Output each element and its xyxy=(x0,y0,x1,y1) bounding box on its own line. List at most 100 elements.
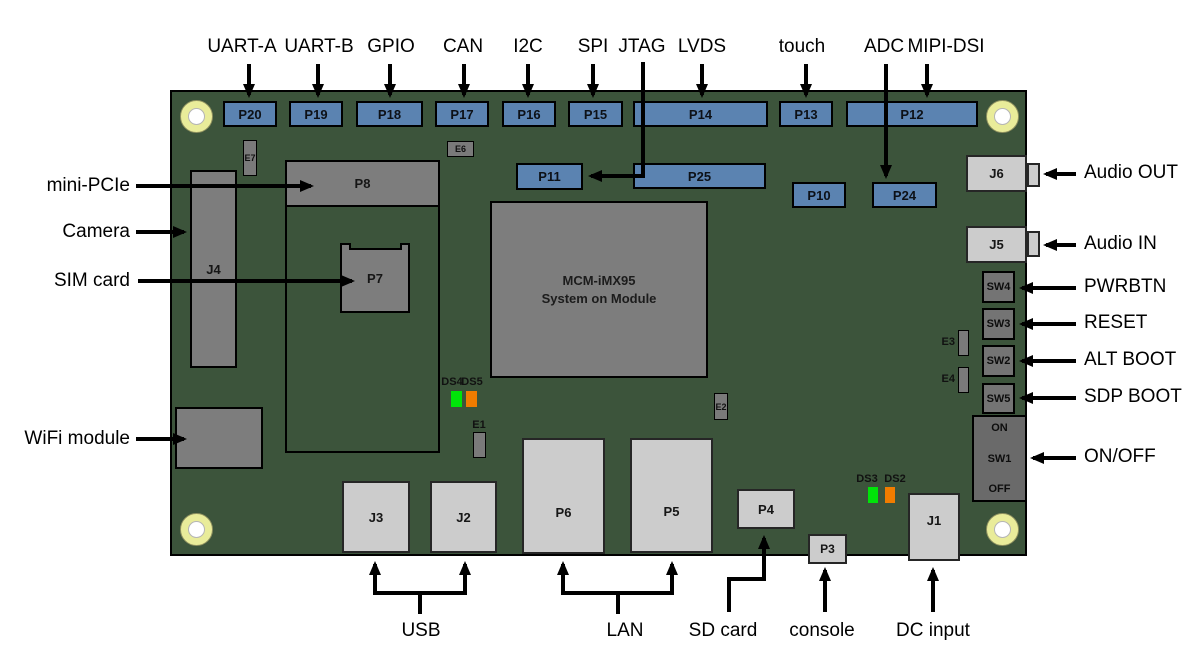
connector-j5-jack-tab xyxy=(1027,231,1040,257)
jumper-e3-label: E3 xyxy=(941,336,955,348)
connector-label: P20 xyxy=(238,106,262,122)
connector-label: P17 xyxy=(450,106,474,122)
mounting-hole-top-left xyxy=(180,100,213,133)
connector-p20: P20 xyxy=(223,101,277,127)
connector-label: P8 xyxy=(354,176,371,191)
callout-console: console xyxy=(789,620,855,641)
connector-label: P10 xyxy=(807,187,831,203)
jumper-e1-label: E1 xyxy=(472,419,486,431)
callout-touch: touch xyxy=(778,36,826,57)
connector-p7-label: P7 xyxy=(367,270,383,286)
connector-label: P11 xyxy=(538,169,561,184)
mounting-hole-top-right xyxy=(986,100,1019,133)
callout-mini-pcie: mini-PCIe xyxy=(46,175,130,196)
connector-p24: P24 xyxy=(872,182,937,208)
connector-p19: P19 xyxy=(289,101,343,127)
callout-dc-input: DC input xyxy=(896,620,970,641)
connector-p17: P17 xyxy=(435,101,489,127)
callout-lan: LAN xyxy=(606,620,644,641)
connector-j6-jack-tab xyxy=(1027,163,1040,187)
jumper-e4-label: E4 xyxy=(941,373,955,385)
connector-label: P19 xyxy=(304,106,328,122)
callout-spi: SPI xyxy=(577,36,609,57)
callout-alt-boot: ALT BOOT xyxy=(1084,349,1177,370)
connector-label: P14 xyxy=(688,106,713,122)
connector-p11: P11 xyxy=(516,163,583,190)
connector-j5-audio-in: J5 xyxy=(966,226,1027,263)
connector-p16: P16 xyxy=(502,101,556,127)
callout-sdp-boot: SDP BOOT xyxy=(1084,386,1182,407)
connector-j2-usb: J2 xyxy=(430,481,497,553)
mounting-hole-bottom-left xyxy=(180,513,213,546)
callout-adc: ADC xyxy=(863,36,905,57)
jumper-e1 xyxy=(473,432,486,458)
connector-p10: P10 xyxy=(792,182,846,208)
connector-label: P12 xyxy=(900,106,924,122)
som-name: MCM-iMX95 xyxy=(562,273,636,288)
led-ds4-label: DS4 xyxy=(441,376,463,388)
callout-can: CAN xyxy=(442,36,484,57)
connector-p13: P13 xyxy=(779,101,833,127)
switch-sw3-reset: SW3 xyxy=(982,308,1015,340)
mounting-hole-bottom-right xyxy=(986,513,1019,546)
callout-mipi-dsi: MIPI-DSI xyxy=(907,36,985,57)
connector-label: P13 xyxy=(794,106,818,122)
callout-uart-b: UART-B xyxy=(284,36,354,57)
callout-audio-out: Audio OUT xyxy=(1084,162,1178,183)
callout-camera: Camera xyxy=(62,221,130,242)
jumper-e3 xyxy=(958,330,969,356)
som-subtitle: System on Module xyxy=(541,291,657,306)
hole-center xyxy=(994,108,1011,125)
switch-sw2-alt-boot: SW2 xyxy=(982,345,1015,377)
connector-p6-lan: P6 xyxy=(522,438,605,554)
jumper-e4 xyxy=(958,367,969,393)
callout-sim-card: SIM card xyxy=(53,270,130,291)
callout-uart-a: UART-A xyxy=(207,36,277,57)
led-ds2 xyxy=(885,487,895,503)
led-ds3-label: DS3 xyxy=(856,473,878,485)
jumper-e7: E7 xyxy=(243,140,257,176)
connector-label: P16 xyxy=(517,106,541,122)
callout-i2c: I2C xyxy=(513,36,543,57)
sw1-label: SW1 xyxy=(987,452,1012,465)
callout-on-off: ON/OFF xyxy=(1084,446,1156,467)
callout-pwrbtn: PWRBTN xyxy=(1084,276,1167,297)
led-ds5 xyxy=(466,391,477,407)
connector-label: P18 xyxy=(377,106,402,122)
connector-p14: P14 xyxy=(633,101,768,127)
som-chip: MCM-iMX95 System on Module xyxy=(490,201,708,378)
jumper-e6: E6 xyxy=(447,141,474,157)
connector-j1-dc-input: J1 xyxy=(908,493,960,561)
connector-p12: P12 xyxy=(846,101,978,127)
switch-sw5-sdp-boot: SW5 xyxy=(982,383,1015,414)
callout-jtag: JTAG xyxy=(618,36,666,57)
hole-center xyxy=(188,108,205,125)
connector-p18: P18 xyxy=(356,101,423,127)
connector-label: P25 xyxy=(687,168,712,184)
led-ds3 xyxy=(868,487,878,503)
connector-label: P15 xyxy=(583,106,608,122)
switch-sw1-on-off: ON SW1 OFF xyxy=(972,415,1027,502)
led-ds5-label: DS5 xyxy=(461,376,483,388)
connector-j4-camera: J4 xyxy=(190,170,237,368)
sw1-off-label: OFF xyxy=(988,483,1011,495)
switch-sw4-pwrbtn: SW4 xyxy=(982,271,1015,303)
hole-center xyxy=(188,521,205,538)
callout-reset: RESET xyxy=(1084,312,1148,333)
connector-j3-usb: J3 xyxy=(342,481,410,553)
callout-usb: USB xyxy=(401,620,441,641)
jumper-e2: E2 xyxy=(714,393,728,420)
connector-label: P24 xyxy=(892,187,917,203)
callout-gpio: GPIO xyxy=(367,36,415,57)
connector-p8-mini-pcie-socket: P8 xyxy=(285,160,440,207)
connector-label: J4 xyxy=(206,261,221,277)
led-ds2-label: DS2 xyxy=(884,473,906,485)
callout-wifi-module: WiFi module xyxy=(24,428,130,449)
connector-p25: P25 xyxy=(633,163,766,189)
connector-p3-console: P3 xyxy=(808,534,847,564)
sw1-on-label: ON xyxy=(991,422,1008,434)
connector-p15: P15 xyxy=(568,101,623,127)
callout-sd-card: SD card xyxy=(688,620,758,641)
connector-p4-sd-card: P4 xyxy=(737,489,795,529)
